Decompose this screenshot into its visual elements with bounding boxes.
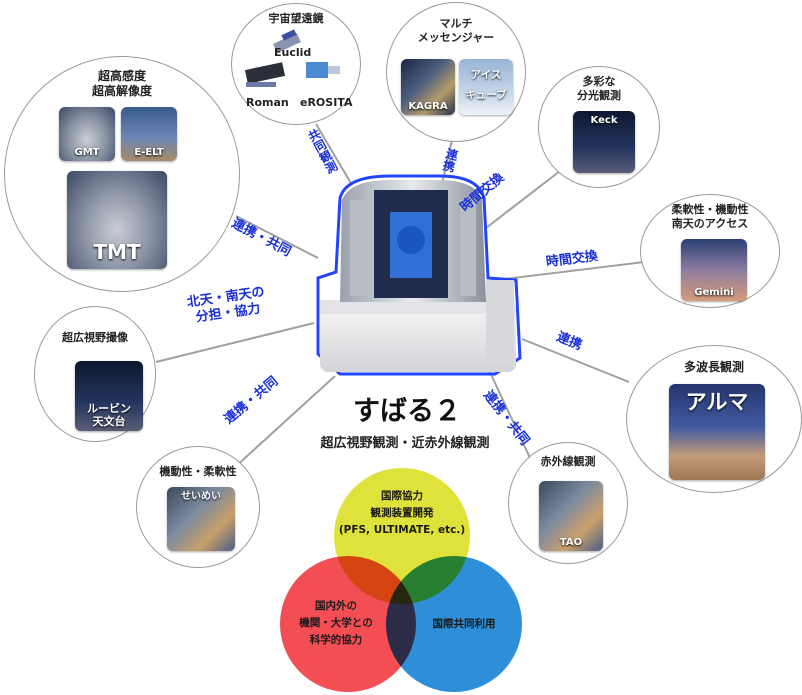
kagra-label: KAGRA bbox=[408, 101, 448, 112]
gmt-thumbnail: GMT bbox=[59, 107, 115, 161]
spoke-seimei bbox=[233, 375, 336, 469]
node-multi-wavelength: 多波長観測 アルマ bbox=[626, 345, 802, 493]
node-title: 多彩な 分光観測 bbox=[577, 75, 621, 102]
kagra-thumbnail: KAGRA bbox=[401, 59, 455, 115]
venn-label-right: 国際共同利用 bbox=[432, 618, 496, 630]
venn-label-top: 国際協力 観測装置開発 (PFS, ULTIMATE, etc.) bbox=[338, 490, 466, 536]
node-title: 機動性・柔軟性 bbox=[159, 465, 237, 478]
erosita-satellite-icon bbox=[306, 62, 340, 78]
keck-label: Keck bbox=[590, 115, 618, 126]
gemini-label: Gemini bbox=[694, 287, 734, 298]
node-title: 超広視野撮像 bbox=[62, 331, 128, 344]
observatory-outline bbox=[316, 174, 522, 376]
node-space-telescopes: 宇宙望遠鏡 Euclid Roman eROSITA bbox=[231, 3, 361, 125]
node-title: 赤外線観測 bbox=[540, 455, 596, 468]
subaru-telescope-illustration bbox=[316, 174, 522, 376]
gmt-label: GMT bbox=[74, 147, 100, 158]
tao-label: TAO bbox=[559, 537, 583, 548]
spoke-rubin bbox=[155, 322, 315, 363]
node-title: 宇宙望遠鏡 bbox=[268, 12, 324, 25]
node-title: 柔軟性・機動性 南天のアクセス bbox=[671, 203, 749, 230]
node-wide-field: 超広視野撮像 ルービン 天文台 bbox=[34, 306, 156, 442]
eelt-thumbnail: E-ELT bbox=[121, 107, 177, 161]
keck-thumbnail: Keck bbox=[573, 111, 635, 173]
seimei-thumbnail: せいめい bbox=[167, 487, 235, 551]
spoke-alma bbox=[521, 338, 630, 383]
erosita-label: eROSITA bbox=[300, 96, 353, 109]
spoke-space bbox=[315, 123, 353, 186]
node-title: 多波長観測 bbox=[683, 360, 744, 374]
node-title: 超高感度 超高解像度 bbox=[91, 69, 152, 98]
spoke-tmt bbox=[235, 215, 319, 259]
observatory-base bbox=[320, 308, 516, 372]
icecube-thumbnail: アイス キューブ bbox=[459, 59, 513, 115]
rubin-thumbnail: ルービン 天文台 bbox=[75, 361, 143, 431]
venn-label-left: 国内外の 機関・大学との 科学的協力 bbox=[299, 600, 373, 646]
satellite-icons bbox=[244, 29, 340, 87]
tmt-label: TMT bbox=[93, 240, 141, 264]
seimei-label: せいめい bbox=[181, 491, 221, 502]
center-title: すばる２ bbox=[353, 396, 461, 427]
gemini-thumbnail: Gemini bbox=[681, 239, 747, 301]
alma-thumbnail: アルマ bbox=[669, 384, 765, 480]
roman-label: Roman bbox=[246, 96, 289, 109]
node-spectroscopy: 多彩な 分光観測 Keck bbox=[538, 66, 660, 188]
icecube-label: アイス キューブ bbox=[465, 69, 507, 101]
spoke-tao bbox=[487, 367, 532, 461]
center-subtitle: 超広視野観測・近赤外線観測 bbox=[320, 436, 490, 451]
rubin-label: ルービン 天文台 bbox=[87, 402, 131, 428]
spoke-gemini bbox=[504, 261, 645, 280]
euclid-label: Euclid bbox=[274, 46, 312, 59]
alma-label: アルマ bbox=[685, 390, 749, 414]
node-mobility: 機動性・柔軟性 せいめい bbox=[136, 446, 260, 568]
node-infrared: 赤外線観測 TAO bbox=[508, 442, 628, 564]
node-multi-messenger: マルチ メッセンジャー KAGRA アイス キューブ bbox=[386, 2, 526, 142]
tmt-thumbnail: TMT bbox=[67, 171, 167, 269]
roman-satellite-icon bbox=[244, 62, 286, 87]
venn-circle-right bbox=[386, 556, 522, 692]
tao-thumbnail: TAO bbox=[539, 481, 603, 551]
node-title: マルチ メッセンジャー bbox=[417, 17, 495, 44]
node-high-resolution: 超高感度 超高解像度 GMT E-ELT TMT bbox=[4, 56, 240, 292]
spoke-keck bbox=[485, 170, 561, 229]
eelt-label: E-ELT bbox=[134, 147, 164, 158]
node-flexible-south: 柔軟性・機動性 南天のアクセス Gemini bbox=[640, 194, 780, 308]
euclid-satellite-icon bbox=[273, 29, 301, 54]
